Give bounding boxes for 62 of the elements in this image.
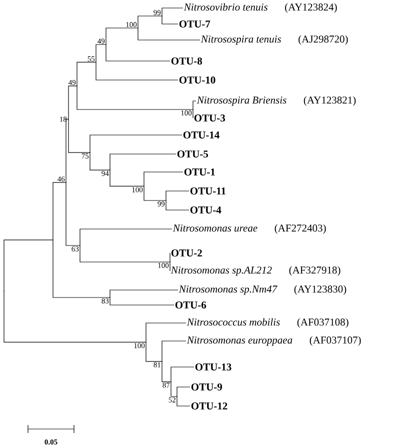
leaf-label: OTU-13 [195, 363, 232, 371]
leaf-label: OTU-7 [179, 20, 210, 28]
branch-line [106, 28, 138, 45]
branch-line [170, 382, 178, 397]
branch-line [76, 62, 96, 86]
branch-line [192, 109, 194, 118]
leaf-label: Nitrosomonas europpaea (AF037107) [186, 336, 361, 346]
branch-line [110, 154, 176, 170]
branch-line [52, 182, 66, 240]
branch-line [138, 28, 200, 40]
branch-line [96, 44, 106, 62]
branch-line [170, 366, 194, 382]
leaf-label: Nitrosomonas ureae (AF272403) [172, 224, 326, 234]
branch-line [66, 182, 80, 246]
leaf-label: OTU-9 [191, 383, 222, 391]
branch-line [144, 186, 166, 201]
branch-line [110, 290, 178, 298]
branch-line [4, 290, 146, 342]
branch-line [192, 100, 196, 110]
leaf-label: OTU-11 [190, 187, 226, 195]
branch-line [176, 386, 190, 397]
branch-line [96, 62, 178, 80]
leaf-label: OTU-2 [171, 249, 202, 257]
branch-line [146, 322, 186, 342]
branch-line [90, 134, 182, 153]
branch-line [162, 8, 184, 16]
leaf-label: OTU-12 [191, 402, 228, 410]
branch-line [146, 342, 162, 362]
branch-line [52, 240, 110, 298]
leaf-label: OTU-5 [177, 150, 208, 158]
branch-line [68, 86, 78, 120]
leaf-label: OTU-8 [171, 57, 202, 65]
branch-line [166, 190, 190, 201]
branch-line [144, 172, 184, 186]
leaf-label: Nitrosomonas sp.Nm47 (AY123830) [178, 285, 346, 295]
branch-line [138, 16, 162, 28]
leaf-label: OTU-3 [194, 114, 226, 122]
leaf-label: Nitrosovibrio tenuis (AY123824) [184, 3, 337, 13]
branch-line [4, 240, 54, 292]
branch-line [76, 86, 194, 110]
branch-line [176, 396, 190, 406]
branch-line [110, 297, 174, 306]
leaf-label: OTU-6 [175, 301, 206, 309]
branch-line [66, 118, 69, 183]
branch-line [162, 361, 172, 382]
leaf-label: OTU-4 [190, 206, 222, 214]
branch-line [166, 200, 190, 210]
branch-line [68, 118, 90, 153]
branch-line [80, 245, 170, 262]
leaf-label: OTU-14 [183, 131, 220, 139]
leaf-label: OTU-10 [179, 76, 216, 84]
leaf-label: Nitrosomonas sp.AL212 (AF327918) [170, 266, 340, 276]
leaf-label: Nitrosococcus mobilis (AF037108) [186, 318, 348, 328]
branch-line [162, 340, 186, 362]
leaf-label: Nitrosospira Briensis (AY123821) [196, 96, 356, 106]
leaf-label: Nitrosospira tenuis (AJ298720) [200, 35, 348, 45]
branch-line [110, 170, 144, 186]
branch-line [80, 228, 172, 246]
branch-line [162, 16, 178, 24]
branch-line [90, 152, 110, 170]
branch-line [106, 44, 170, 62]
leaf-label: OTU-1 [184, 168, 215, 176]
